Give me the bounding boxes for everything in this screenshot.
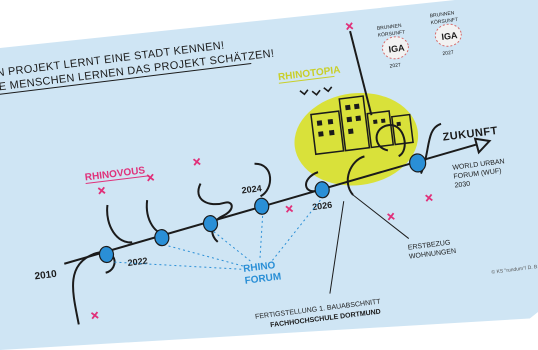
city-buildings-sketch <box>310 95 414 156</box>
node-2022 <box>154 229 170 247</box>
year-2010: 2010 <box>34 269 58 283</box>
iga-badge-1: BRUNNEN KÖRSUNFT IGA 2027 <box>377 23 409 70</box>
x-mark-icon <box>345 22 354 31</box>
vertical-stroke <box>349 30 373 116</box>
timeline-axis <box>64 143 477 265</box>
badge-1-blossom <box>381 36 409 60</box>
timeline-nodes <box>98 153 427 264</box>
x-mark-icon <box>146 173 155 182</box>
node-zukunft <box>409 153 427 173</box>
paper-corner <box>490 312 538 350</box>
rhinotopia-highlight <box>294 92 419 186</box>
badge-2-main: IGA <box>441 30 459 42</box>
node-2010 <box>98 245 115 264</box>
node-2024 <box>254 197 270 215</box>
year-2024: 2024 <box>241 183 262 195</box>
node-2026 <box>314 181 330 199</box>
x-mark-icon <box>192 157 201 166</box>
x-marks <box>90 22 433 320</box>
node-2023 <box>202 215 219 233</box>
birds-icon <box>299 86 333 96</box>
fertig-connector <box>329 201 345 294</box>
badge-2-top: BRUNNEN <box>429 10 455 19</box>
x-mark-icon <box>97 186 106 195</box>
badge-2-blossom <box>434 23 462 47</box>
x-mark-icon <box>285 205 294 213</box>
badge-2-mid: KÖRSUNFT <box>430 16 458 26</box>
label-wuf-3: 2030 <box>454 181 470 190</box>
year-2022: 2022 <box>127 256 148 268</box>
arrowhead-icon <box>473 137 492 155</box>
forum-connectors <box>111 198 322 270</box>
badge-1-main: IGA <box>388 43 406 55</box>
iga-badge-2: BRUNNEN KÖRSUNFT IGA 2027 <box>429 10 462 57</box>
x-mark-icon <box>90 311 99 320</box>
label-rhino-forum-1: RHINO <box>243 260 277 275</box>
label-rhino-forum-2: FORUM <box>244 271 282 286</box>
badge-2-bottom: 2027 <box>442 50 454 57</box>
badge-1-top: BRUNNEN <box>377 23 403 32</box>
badge-1-mid: KÖRSUNFT <box>377 28 405 38</box>
header-underline <box>0 62 252 97</box>
rhinovous-underline <box>85 175 150 185</box>
x-mark-icon <box>387 212 395 221</box>
x-mark-icon <box>425 193 433 202</box>
badge-1-bottom: 2027 <box>389 62 401 69</box>
rhinotopia-underline <box>278 75 335 84</box>
year-2026: 2026 <box>312 200 333 212</box>
erstbezug-connector <box>352 194 410 239</box>
